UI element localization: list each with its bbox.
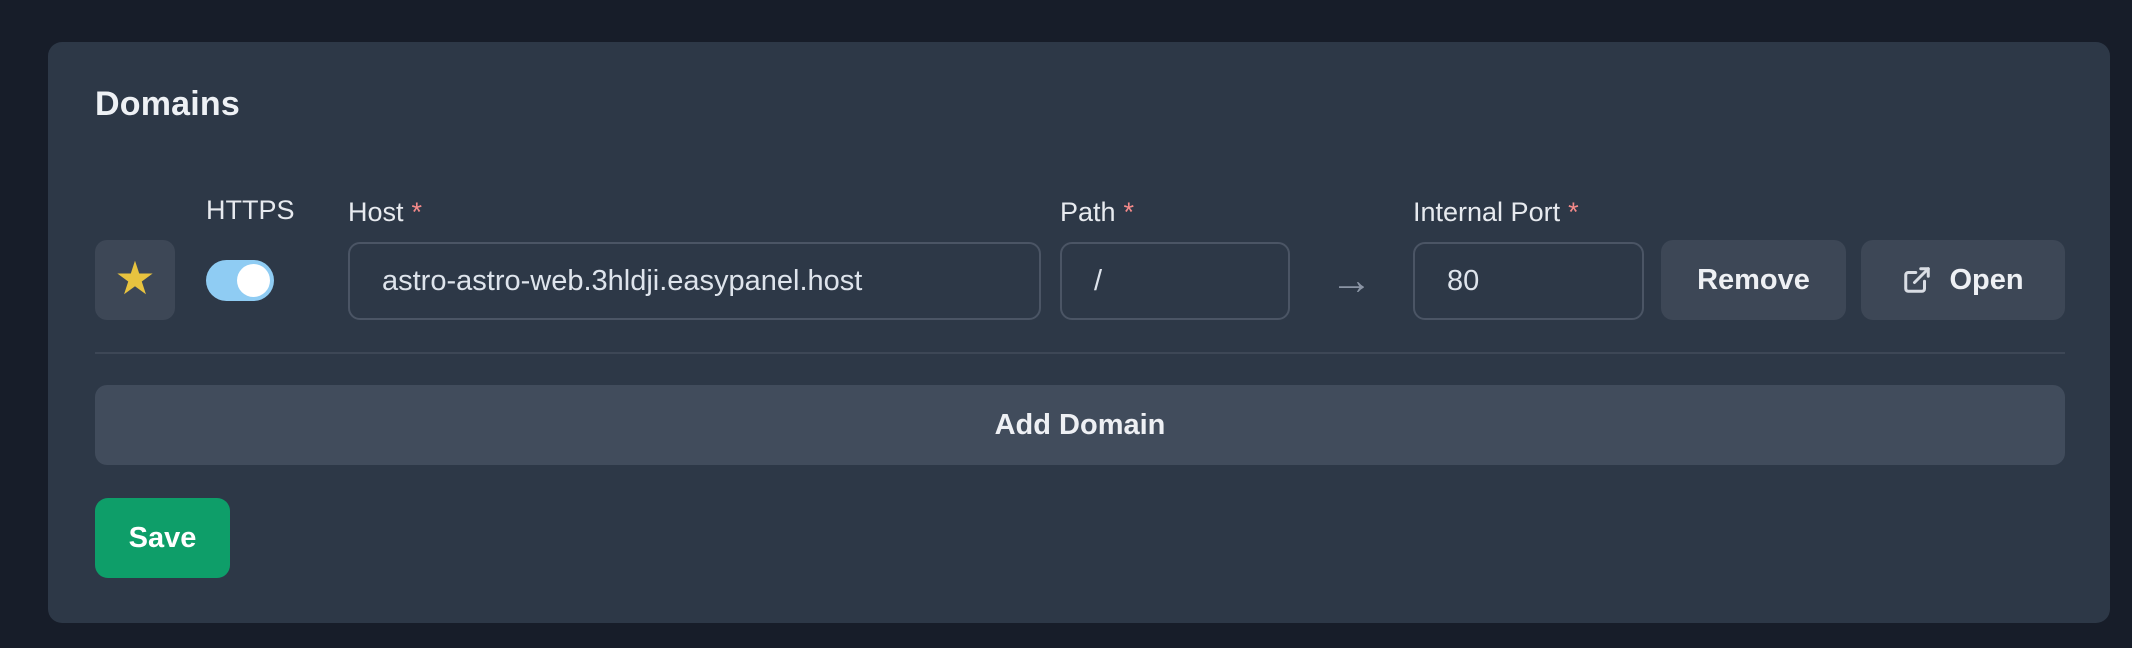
- host-required-marker: *: [411, 197, 423, 227]
- https-toggle-knob: [237, 263, 270, 297]
- https-label: HTTPS: [206, 195, 295, 225]
- path-required-marker: *: [1123, 197, 1135, 227]
- star-icon: ★: [114, 252, 156, 304]
- divider: [95, 352, 2065, 354]
- internal-port-label-text: Internal Port: [1413, 197, 1561, 227]
- path-label: Path*: [1060, 196, 1290, 228]
- panel-title: Domains: [95, 85, 240, 123]
- external-link-icon: [1904, 267, 1931, 293]
- primary-domain-star-button[interactable]: ★: [95, 240, 175, 320]
- internal-port-required-marker: *: [1568, 197, 1579, 227]
- save-button[interactable]: Save: [95, 498, 230, 578]
- add-domain-button[interactable]: Add Domain: [95, 385, 2065, 465]
- host-label: Host*: [348, 196, 1041, 228]
- open-domain-button[interactable]: Open: [1861, 240, 2065, 320]
- open-button-label: Open: [1949, 263, 2024, 296]
- domain-row: ★ HTTPS Host* Path*: [95, 194, 2065, 320]
- path-input[interactable]: [1060, 242, 1290, 320]
- path-label-text: Path: [1060, 197, 1116, 227]
- internal-port-label: Internal Port*: [1413, 196, 1644, 228]
- host-input[interactable]: [348, 242, 1041, 320]
- https-toggle[interactable]: [206, 259, 274, 301]
- arrow-right-icon: →: [1330, 256, 1373, 303]
- internal-port-input[interactable]: [1413, 242, 1644, 320]
- host-label-text: Host: [348, 197, 404, 227]
- remove-domain-button[interactable]: Remove: [1661, 240, 1846, 320]
- domains-panel: Domains ★ HTTPS Host*: [48, 42, 2110, 623]
